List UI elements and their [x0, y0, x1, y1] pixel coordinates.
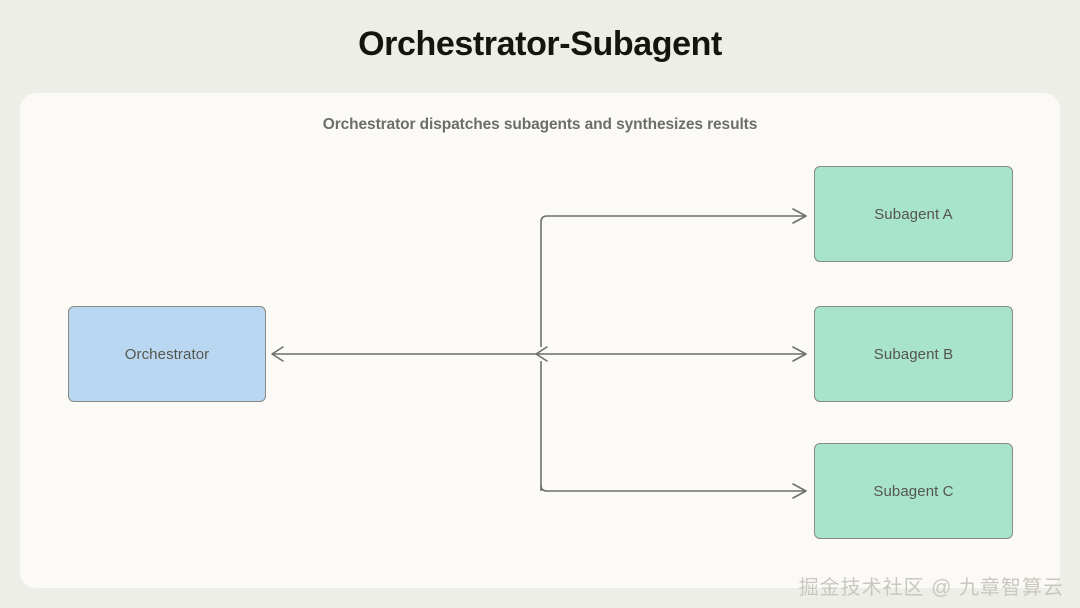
node-orchestrator-label: Orchestrator — [124, 345, 210, 363]
node-subagent-a[interactable]: Subagent A — [814, 166, 1013, 262]
arrowhead-junction-return-icon — [535, 346, 548, 362]
page-title: Orchestrator-Subagent — [358, 25, 722, 63]
arrowhead-subagent-c-icon — [792, 483, 807, 499]
node-subagent-a-label: Subagent A — [874, 205, 953, 223]
arrowhead-subagent-b-icon — [792, 346, 807, 362]
graph-canvas: Orchestrator Subagent A Subagent B Subag… — [20, 93, 1060, 588]
panel-subtitle: Orchestrator dispatches subagents and sy… — [322, 116, 758, 133]
node-subagent-b-label: Subagent B — [873, 345, 954, 363]
edge-to-subagent-a — [540, 215, 804, 223]
diagram-panel: Orchestrator dispatches subagents and sy… — [20, 93, 1060, 588]
node-subagent-b[interactable]: Subagent B — [814, 306, 1013, 402]
arrowhead-subagent-a-icon — [792, 208, 807, 224]
watermark: 掘金技术社区 @ 九章智算云 — [798, 577, 1064, 599]
node-subagent-c-label: Subagent C — [873, 482, 954, 500]
edge-layer — [271, 208, 807, 499]
arrowhead-orchestrator-return-icon — [271, 346, 284, 362]
node-orchestrator[interactable]: Orchestrator — [68, 306, 266, 402]
edge-to-subagent-c — [540, 484, 804, 492]
node-subagent-c[interactable]: Subagent C — [814, 443, 1013, 539]
